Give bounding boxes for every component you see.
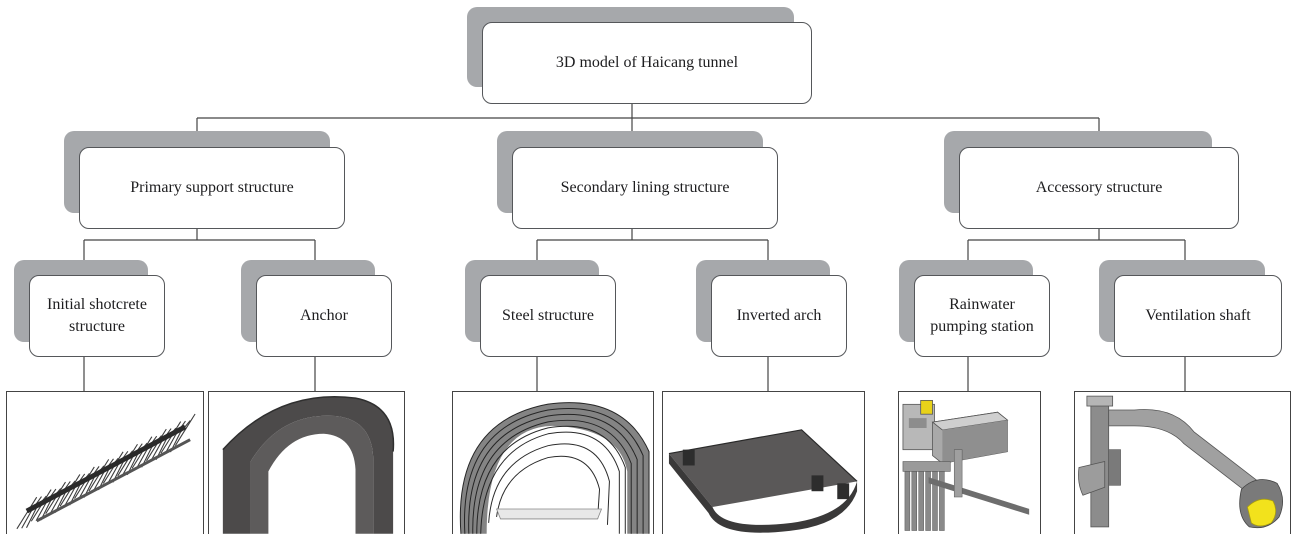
leaf-node-ventilation-shaft[interactable]: Ventilation shaft [1114,275,1282,357]
group-node-secondary-lining[interactable]: Secondary lining structure [512,147,778,229]
leaf-node-steel-structure[interactable]: Steel structure [480,275,616,357]
pumping-station-model-image [898,391,1041,534]
group-node-label: Secondary lining structure [560,179,730,197]
leaf-node-label: Steel structure [502,307,594,325]
root-node-label: 3D model of Haicang tunnel [555,54,739,72]
ventilation-shaft-model-image [1074,391,1291,534]
leaf-node-anchor[interactable]: Anchor [256,275,392,357]
leaf-node-label: Rainwater pumping station [930,296,1034,335]
group-node-label: Accessory structure [1035,179,1163,197]
leaf-node-label: Ventilation shaft [1145,307,1251,325]
leaf-node-rainwater-pumping[interactable]: Rainwater pumping station [914,275,1050,357]
shotcrete-model-image [6,391,204,534]
leaf-node-initial-shotcrete[interactable]: Initial shotcrete structure [29,275,165,357]
anchor-model-image [208,391,405,534]
leaf-node-inverted-arch[interactable]: Inverted arch [711,275,847,357]
steel-structure-model-image [452,391,654,534]
group-node-label: Primary support structure [130,179,294,197]
group-node-primary-support[interactable]: Primary support structure [79,147,345,229]
group-node-accessory[interactable]: Accessory structure [959,147,1239,229]
root-node[interactable]: 3D model of Haicang tunnel [482,22,812,104]
leaf-node-label: Initial shotcrete structure [47,296,147,335]
leaf-node-label: Anchor [300,307,348,325]
inverted-arch-model-image [662,391,865,534]
leaf-node-label: Inverted arch [736,307,822,325]
